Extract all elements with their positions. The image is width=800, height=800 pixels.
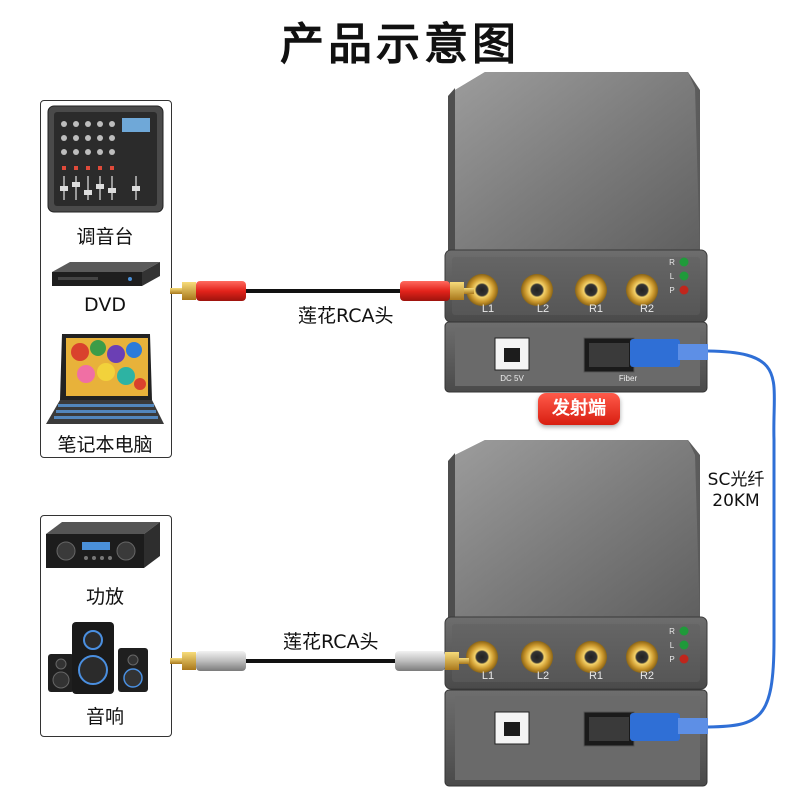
receiver-unit bbox=[444, 440, 708, 787]
fiber-type-label: SC光纤 bbox=[707, 470, 765, 490]
rca-jack-rx-l2 bbox=[521, 641, 553, 673]
led-p-tx bbox=[679, 285, 689, 295]
transmitter-badge: 发射端 bbox=[538, 393, 620, 425]
speakers-icon bbox=[48, 622, 148, 694]
output-label-speakers: 音响 bbox=[85, 706, 124, 728]
amplifier-icon bbox=[46, 522, 160, 568]
power-port-label: DC 5V bbox=[500, 374, 524, 383]
rx-jack-label-r2: R2 bbox=[640, 670, 654, 682]
rx-led-label-p: P bbox=[669, 655, 674, 664]
silver-rca-plug-left bbox=[196, 651, 246, 671]
source-label-mixer: 调音台 bbox=[76, 226, 134, 248]
tx-jack-label-l2: L2 bbox=[537, 303, 549, 315]
red-rca-plug-right bbox=[400, 281, 450, 301]
rx-led-label-l: L bbox=[670, 641, 675, 650]
sc-connector-tx bbox=[630, 339, 680, 367]
rx-jack-label-r1: R1 bbox=[589, 670, 603, 682]
rca-jack-tx-r2 bbox=[626, 274, 658, 306]
rca-jack-tx-l2 bbox=[521, 274, 553, 306]
fiber-distance-label: 20KM bbox=[712, 491, 760, 511]
tx-jack-label-l1: L1 bbox=[482, 303, 494, 315]
rca-jack-rx-r1 bbox=[575, 641, 607, 673]
rca-jack-tx-l1 bbox=[466, 274, 498, 306]
sc-connector-rx bbox=[630, 713, 680, 741]
page-title: 产品示意图 bbox=[280, 19, 520, 70]
fiber-cable bbox=[707, 349, 776, 729]
rca-cable-bottom bbox=[170, 651, 469, 671]
red-rca-plug-left bbox=[196, 281, 246, 301]
fiber-port-label: Fiber bbox=[619, 374, 638, 383]
rca-jack-tx-r1 bbox=[575, 274, 607, 306]
mixing-console-icon bbox=[47, 105, 164, 213]
laptop-icon bbox=[46, 334, 164, 424]
tx-jacks bbox=[466, 274, 658, 306]
rx-jacks bbox=[466, 641, 658, 673]
rx-led-label-r: R bbox=[669, 627, 675, 636]
tx-led-label-p: P bbox=[669, 286, 674, 295]
tx-jack-label-r1: R1 bbox=[589, 303, 603, 315]
rca-jack-rx-l1 bbox=[466, 641, 498, 673]
top-cable-label: 莲花RCA头 bbox=[298, 305, 394, 327]
bottom-cable-label: 莲花RCA头 bbox=[283, 631, 379, 653]
rx-leds bbox=[679, 626, 689, 664]
led-l-tx bbox=[679, 271, 689, 281]
led-p-rx bbox=[679, 654, 689, 664]
fiber-label: SC光纤 20KM bbox=[700, 470, 772, 512]
tx-jack-label-r2: R2 bbox=[640, 303, 654, 315]
tx-led-label-r: R bbox=[669, 258, 675, 267]
source-label-dvd: DVD bbox=[84, 294, 126, 316]
rx-jack-label-l1: L1 bbox=[482, 670, 494, 682]
source-label-laptop: 笔记本电脑 bbox=[57, 434, 153, 456]
tx-leds bbox=[679, 257, 689, 295]
transmitter-unit bbox=[444, 72, 708, 393]
rca-cable-top bbox=[170, 281, 474, 301]
rx-jack-label-l2: L2 bbox=[537, 670, 549, 682]
led-r-tx bbox=[679, 257, 689, 267]
dvd-player-icon bbox=[52, 262, 160, 286]
led-l-rx bbox=[679, 640, 689, 650]
output-label-amplifier: 功放 bbox=[85, 586, 124, 608]
silver-rca-plug-right bbox=[395, 651, 445, 671]
tx-led-label-l: L bbox=[670, 272, 675, 281]
rca-jack-rx-r2 bbox=[626, 641, 658, 673]
led-r-rx bbox=[679, 626, 689, 636]
